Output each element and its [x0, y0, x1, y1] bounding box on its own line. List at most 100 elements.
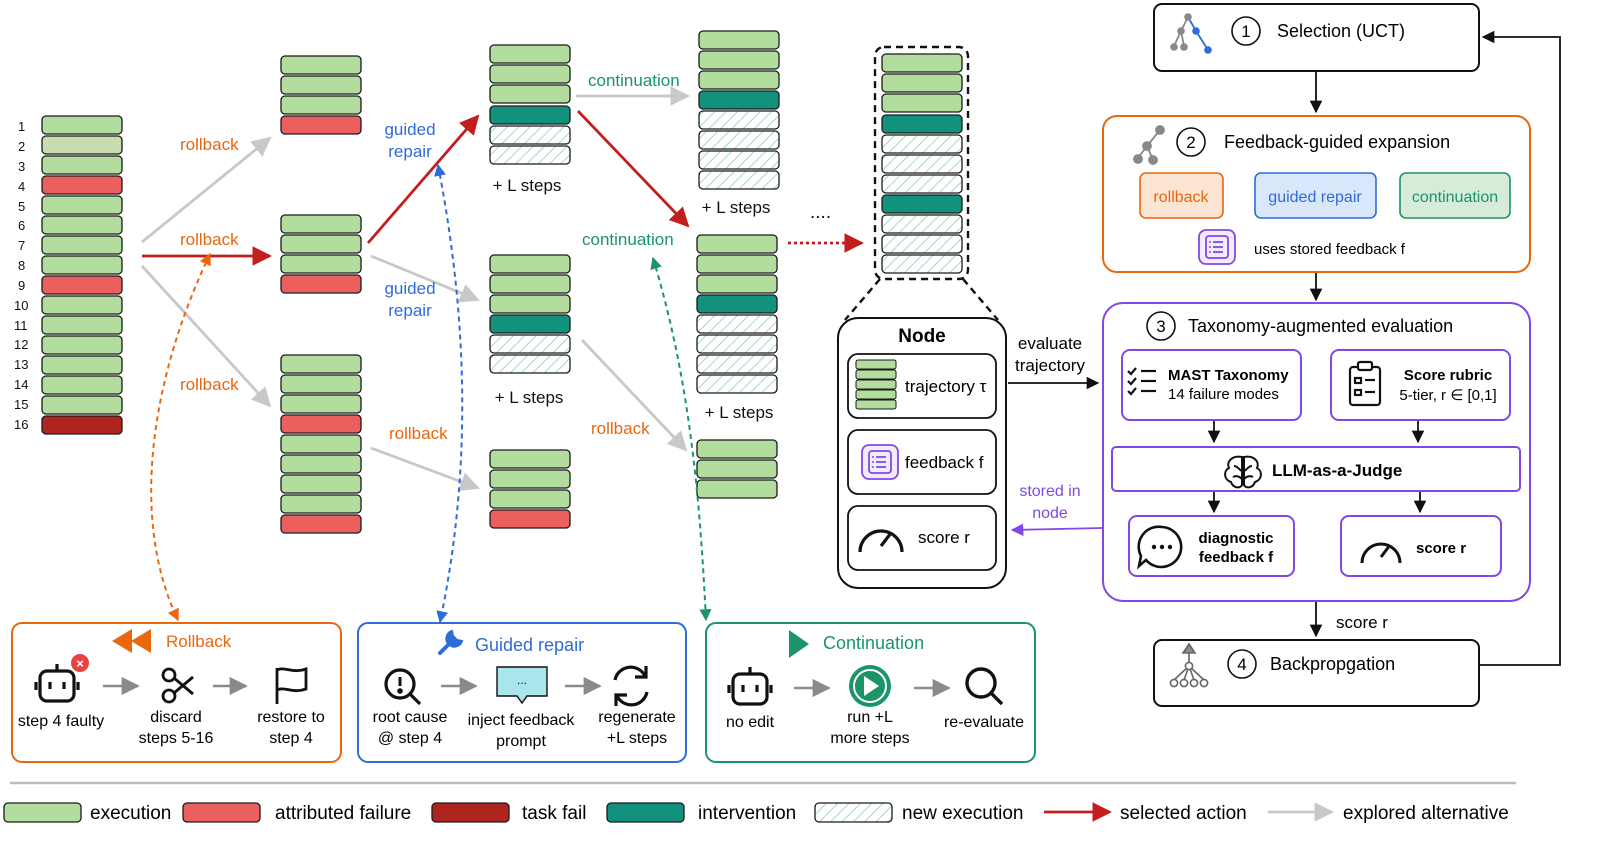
new-execution-step	[881, 134, 963, 154]
feedback-list-icon	[1198, 229, 1236, 265]
loop-arrow	[1480, 30, 1561, 666]
label-guided: guided	[384, 120, 435, 139]
new-execution-step	[698, 130, 780, 150]
node-trajectory-label: trajectory τ	[905, 377, 987, 396]
legend-swatch-intervention	[606, 802, 685, 823]
prompt-bubble-icon: ...	[496, 666, 548, 705]
expansion-label: Feedback-guided expansion	[1224, 132, 1450, 152]
label-plus-l-steps: + L steps	[702, 198, 771, 217]
uses-feedback-label: uses stored feedback f	[1254, 241, 1406, 258]
search-icon	[965, 667, 1004, 706]
label-repair: repair	[388, 301, 432, 320]
intervention-step	[489, 314, 571, 334]
execution-step	[280, 234, 362, 254]
search-alert-icon	[384, 668, 422, 706]
brain-icon	[1224, 455, 1262, 489]
new-execution-step	[489, 145, 571, 165]
label-continuation: continuation	[582, 230, 674, 249]
wrench-icon	[438, 629, 464, 655]
repair-step1: root cause	[373, 709, 448, 726]
step-badge	[1227, 649, 1257, 679]
step-number: 12	[14, 337, 28, 352]
execution-step	[280, 394, 362, 414]
task-fail-step	[41, 415, 123, 435]
label-rollback: rollback	[180, 135, 239, 154]
chip-guided-repair-label: guided repair	[1268, 189, 1362, 206]
label-plus-l-steps: + L steps	[493, 176, 562, 195]
repair-step2: inject feedback	[468, 712, 576, 729]
label-rollback: rollback	[180, 375, 239, 394]
stack-repair-selected	[489, 44, 571, 165]
step-number: 3	[18, 159, 25, 174]
label-guided: guided	[384, 279, 435, 298]
chip-rollback	[1139, 172, 1224, 219]
zoom-line-right	[962, 278, 999, 321]
trajectory-icon	[855, 359, 897, 410]
execution-step	[41, 295, 123, 315]
execution-step	[881, 73, 963, 93]
judge-box	[1111, 446, 1521, 492]
rollback-step2: steps 5-16	[139, 730, 214, 747]
execution-step	[41, 195, 123, 215]
continuation-link	[650, 256, 712, 622]
rubric-box	[1330, 349, 1511, 421]
continuation-panel-title: Continuation	[823, 633, 924, 653]
gauge-icon	[858, 529, 904, 553]
step-badge-num: 1	[1241, 22, 1250, 41]
legend-swatch-new-execution	[814, 802, 893, 823]
execution-step	[280, 494, 362, 514]
execution-step	[489, 469, 571, 489]
execution-step	[489, 274, 571, 294]
diagnostic-label: feedback f	[1199, 549, 1274, 566]
execution-step	[41, 355, 123, 375]
step-number: 6	[18, 218, 25, 233]
execution-step	[280, 434, 362, 454]
execution-step	[280, 474, 362, 494]
execution-step	[41, 395, 123, 415]
robot-icon	[34, 664, 80, 703]
label-continuation: continuation	[588, 71, 680, 90]
execution-step	[489, 294, 571, 314]
chip-continuation	[1399, 172, 1511, 219]
execution-step	[41, 155, 123, 175]
score-label: score r	[1416, 540, 1466, 557]
stored-label: stored in	[1019, 483, 1080, 500]
evaluation-label: Taxonomy-augmented evaluation	[1188, 316, 1453, 336]
repair-step2: prompt	[496, 733, 546, 750]
zoom-box	[873, 45, 970, 281]
stored-arrow	[1010, 523, 1104, 537]
stack-rollback-selected	[280, 214, 362, 294]
step-numbers: 1 2 3 4 5 6 7 8 9 10 11 12 13 14 15 16	[14, 119, 28, 432]
svg-text:...: ...	[517, 673, 527, 687]
execution-step	[280, 354, 362, 374]
label-rollback: rollback	[389, 424, 448, 443]
legend-label: task fail	[522, 803, 586, 824]
diagnostic-label: diagnostic	[1198, 530, 1273, 547]
repair-panel: Guided repair root cause @ step 4 ... in…	[357, 622, 687, 763]
new-execution-step	[696, 334, 778, 354]
execution-step	[489, 254, 571, 274]
new-execution-step	[489, 354, 571, 374]
rollback-step3: restore to	[257, 709, 325, 726]
execution-step	[41, 135, 123, 155]
execution-step	[489, 449, 571, 469]
new-execution-step	[696, 354, 778, 374]
execution-step	[696, 234, 778, 254]
node-score-label: score r	[918, 528, 970, 547]
node-title: Node	[898, 326, 946, 347]
execution-step	[696, 254, 778, 274]
explored-arrow	[141, 136, 272, 244]
step-number: 13	[14, 357, 28, 372]
step-number: 14	[14, 377, 28, 392]
intervention-step	[698, 90, 780, 110]
rollback-step2: discard	[150, 709, 202, 726]
step-number: 2	[18, 139, 25, 154]
legend-swatch-task-fail	[431, 802, 510, 823]
error-x-glyph: ×	[76, 656, 84, 671]
tree-icon	[1170, 13, 1212, 54]
new-execution-step	[698, 170, 780, 190]
execution-step	[280, 254, 362, 274]
diagnostic-box	[1128, 515, 1295, 577]
evaluation-box: 3 Taxonomy-augmented evaluation MAST Tax…	[1102, 302, 1531, 602]
execution-step	[280, 55, 362, 75]
